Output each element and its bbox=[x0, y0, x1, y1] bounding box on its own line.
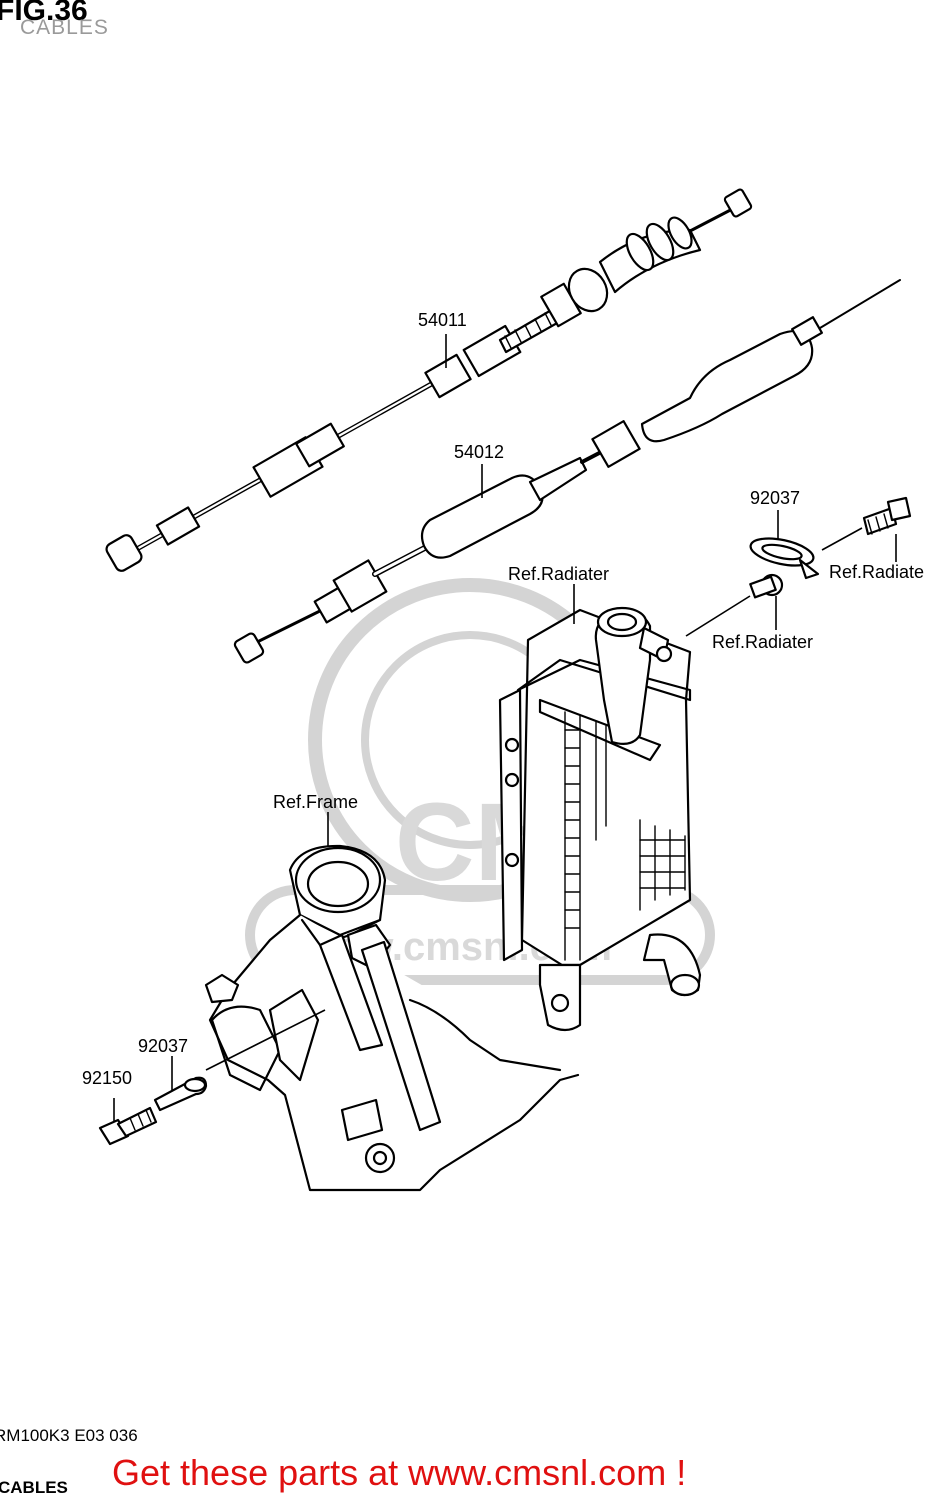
radiator-ref bbox=[498, 606, 702, 1032]
label-ref-radiater-top: Ref.Radiater bbox=[508, 564, 609, 584]
figure-subtitle: CABLES bbox=[20, 16, 109, 39]
promo-link-text[interactable]: Get these parts at www.cmsnl.com ! bbox=[112, 1452, 687, 1493]
label-92037-upper: 92037 bbox=[750, 488, 800, 508]
frame-ref bbox=[204, 844, 580, 1192]
label-ref-radiater-right: Ref.Radiate bbox=[829, 562, 924, 582]
label-92037-lower: 92037 bbox=[138, 1036, 188, 1056]
label-ref-frame: Ref.Frame bbox=[273, 792, 358, 812]
bolt-92150 bbox=[98, 1098, 158, 1146]
footer-caption: CABLES bbox=[0, 1478, 68, 1497]
clutch-cable-54011 bbox=[105, 188, 753, 572]
clamp-92037-lower bbox=[153, 1009, 326, 1112]
label-ref-radiater-mid: Ref.Radiater bbox=[712, 632, 813, 652]
clamp-92037-upper bbox=[685, 496, 912, 637]
label-54011: 54011 bbox=[418, 310, 467, 330]
label-92150: 92150 bbox=[82, 1068, 132, 1088]
cable-54012 bbox=[233, 279, 901, 664]
figure-title: FIG.36 bbox=[0, 0, 88, 27]
label-54012: 54012 bbox=[454, 442, 504, 462]
model-code: RM100K3 E03 036 bbox=[0, 1426, 138, 1445]
